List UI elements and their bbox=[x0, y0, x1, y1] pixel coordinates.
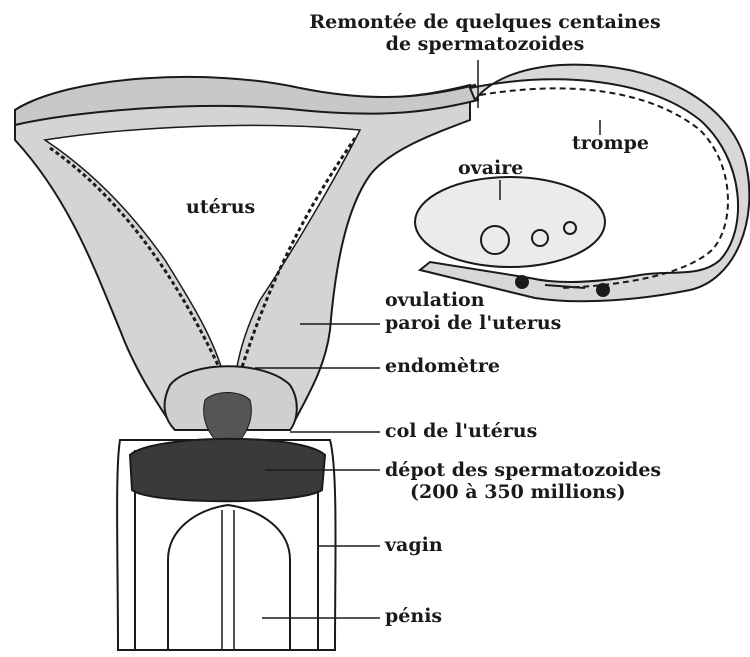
ovary bbox=[415, 177, 605, 267]
label-col: col de l'utérus bbox=[385, 421, 537, 443]
diagram-title: Remontée de quelques centaines de sperma… bbox=[270, 12, 700, 56]
depot-line-1: dépot des spermatozoides bbox=[385, 460, 661, 482]
depot-line-2: (200 à 350 millions) bbox=[385, 482, 661, 504]
title-line-1: Remontée de quelques centaines bbox=[270, 12, 700, 34]
label-uterus: utérus bbox=[186, 197, 255, 219]
label-paroi: paroi de l'uterus bbox=[385, 313, 561, 335]
label-depot: dépot des spermatozoides (200 à 350 mill… bbox=[385, 460, 661, 504]
ovum bbox=[515, 275, 529, 289]
label-trompe: trompe bbox=[572, 133, 649, 155]
label-ovaire: ovaire bbox=[458, 158, 523, 180]
label-endometre: endomètre bbox=[385, 356, 500, 378]
ovum bbox=[596, 283, 610, 297]
label-ovulation: ovulation bbox=[385, 290, 485, 312]
penis bbox=[168, 505, 290, 650]
label-penis: pénis bbox=[385, 606, 442, 628]
label-vagin: vagin bbox=[385, 535, 443, 557]
title-line-2: de spermatozoides bbox=[270, 34, 700, 56]
